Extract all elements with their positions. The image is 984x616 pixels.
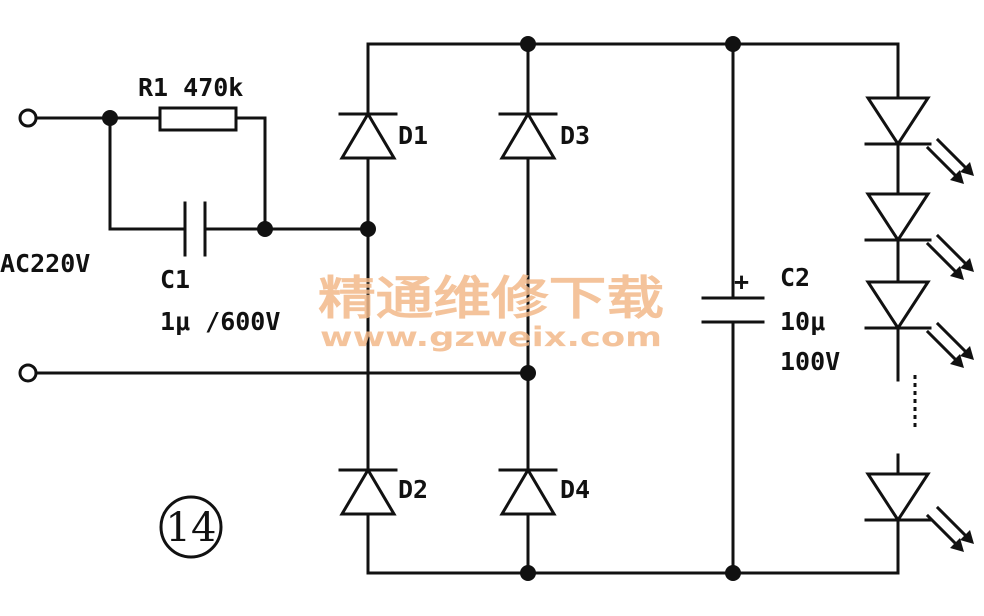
label-c2-value: 10μ bbox=[780, 307, 825, 336]
led-icon bbox=[864, 280, 974, 368]
label-d3: D3 bbox=[560, 121, 590, 150]
diode-d4-icon bbox=[498, 467, 558, 516]
label-d1: D1 bbox=[398, 121, 428, 150]
led-icon bbox=[864, 192, 974, 280]
figure-number: 14 bbox=[159, 495, 223, 559]
diode-d3-icon bbox=[498, 111, 558, 160]
junction-dot bbox=[725, 36, 741, 52]
figure-number-text: 14 bbox=[166, 505, 217, 551]
resistor-r1-icon bbox=[158, 106, 238, 132]
capacitor-c1-icon bbox=[183, 201, 207, 257]
junction-dot bbox=[725, 565, 741, 581]
label-c2-name: C2 bbox=[780, 263, 810, 292]
junction-dot bbox=[360, 221, 376, 237]
diode-d1-icon bbox=[338, 111, 398, 160]
label-source: AC220V bbox=[0, 249, 90, 278]
terminal-icon bbox=[18, 108, 38, 128]
junction-dot bbox=[520, 365, 536, 381]
terminal-icon bbox=[18, 363, 38, 383]
watermark-url: www.gzweix.com bbox=[320, 322, 662, 353]
junction-dots bbox=[102, 36, 741, 581]
input-terminals bbox=[18, 108, 38, 383]
label-r1: R1 470k bbox=[138, 73, 243, 102]
led-icon bbox=[864, 472, 974, 552]
label-d2: D2 bbox=[398, 475, 428, 504]
label-c2-voltage: 100V bbox=[780, 347, 840, 376]
junction-dot bbox=[257, 221, 273, 237]
label-c2-polarity: + bbox=[734, 267, 749, 296]
diode-d2-icon bbox=[338, 467, 398, 516]
watermark-title: 精通维修下载 bbox=[318, 271, 664, 325]
junction-dot bbox=[520, 36, 536, 52]
junction-dot bbox=[520, 565, 536, 581]
capacitor-c2-icon bbox=[701, 296, 765, 324]
junction-dot bbox=[102, 110, 118, 126]
label-d4: D4 bbox=[560, 475, 590, 504]
led-icon bbox=[864, 96, 974, 184]
label-c1-value: 1μ /600V bbox=[160, 307, 280, 336]
label-c1-name: C1 bbox=[160, 265, 190, 294]
